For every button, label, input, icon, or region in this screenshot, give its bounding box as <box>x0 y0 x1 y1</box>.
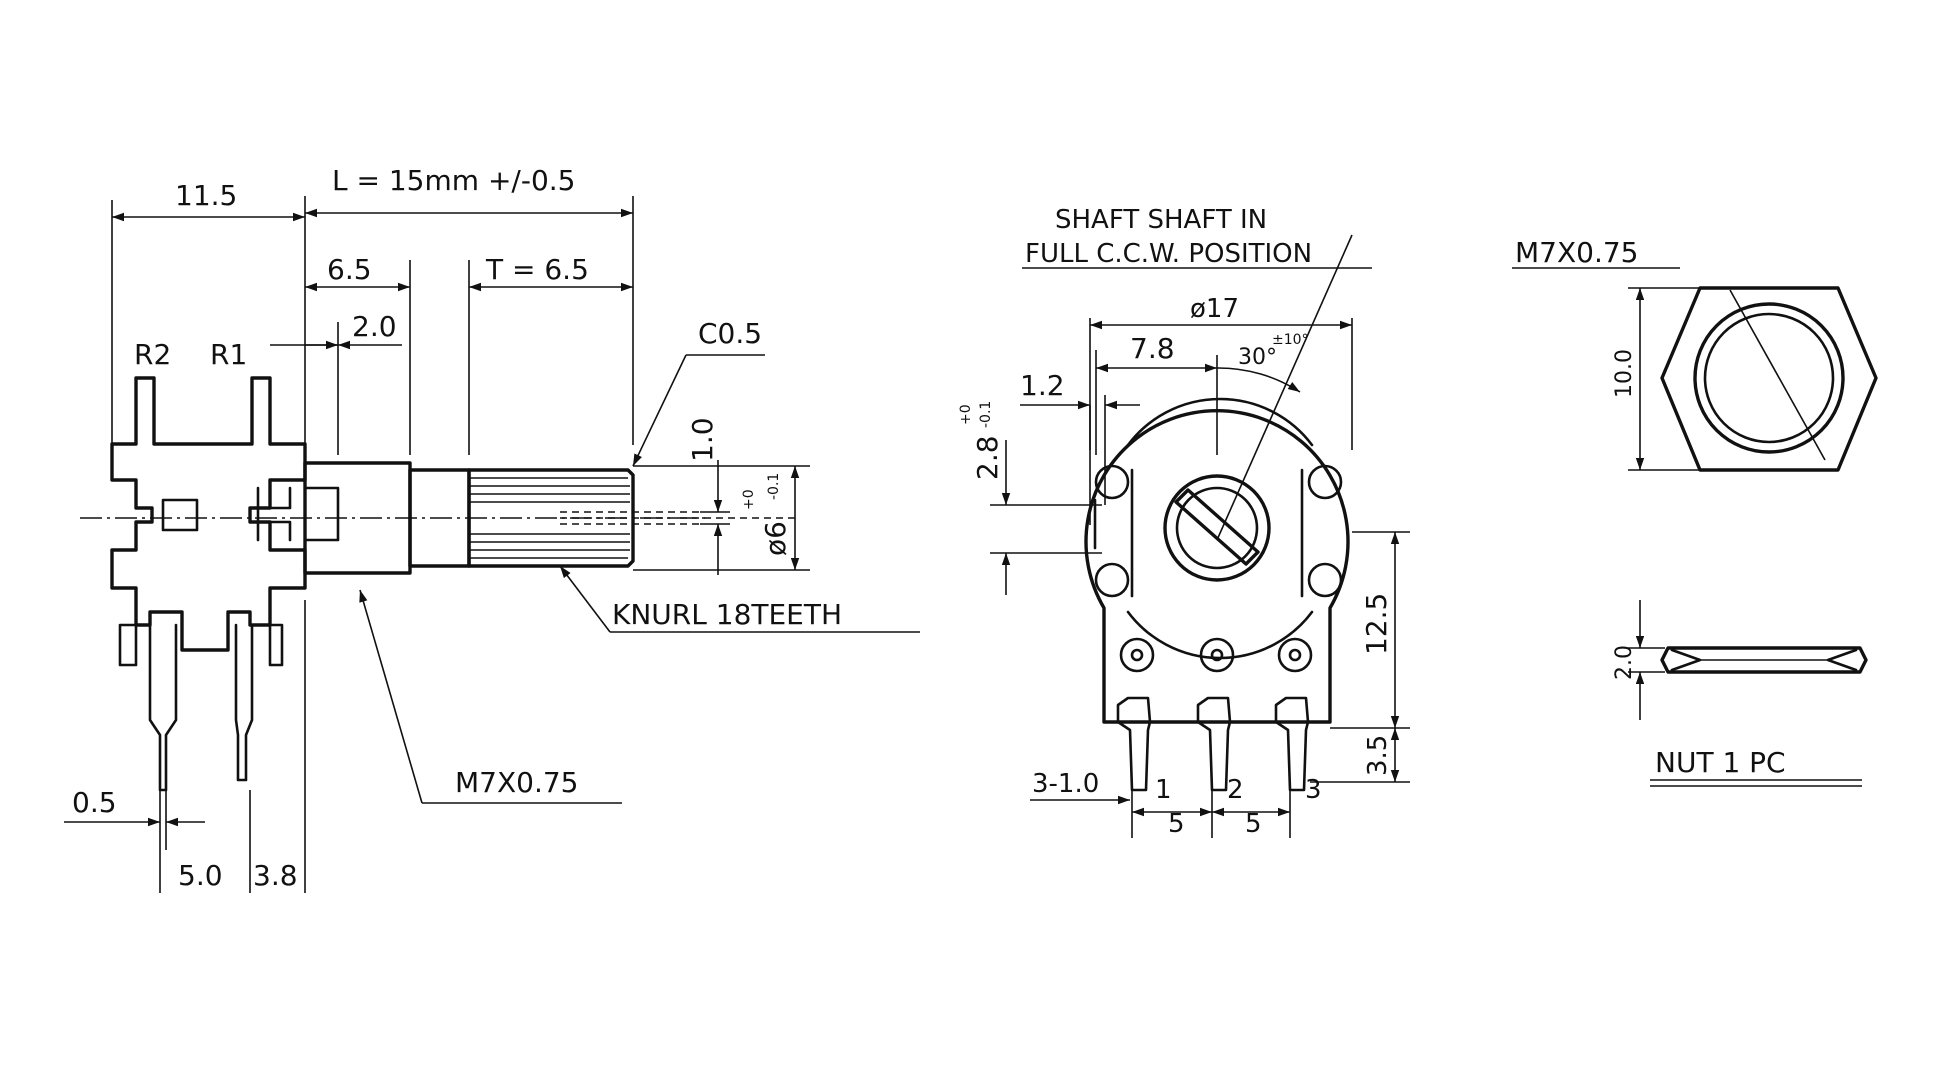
pitch-2-label: 5 <box>1245 809 1262 839</box>
dim-2-8-label: 2.8 <box>971 435 1004 480</box>
nut-bore-inner <box>1703 312 1835 444</box>
pin-2 <box>1196 696 1232 792</box>
dim-1-0-label: 1.0 <box>686 417 719 462</box>
label-r2: R2 <box>134 338 171 371</box>
shaft-end-outer <box>1163 474 1271 582</box>
hex-nut <box>1660 286 1878 472</box>
bushing <box>303 461 412 575</box>
shaft-note-line1: SHAFT SHAFT IN <box>1055 205 1267 235</box>
mount-lug-bottom-right <box>1307 562 1343 598</box>
mount-lug-top-right <box>1307 464 1343 500</box>
dim-1-2-label: 1.2 <box>1020 369 1065 402</box>
dim-6-5-label: 6.5 <box>327 253 372 286</box>
pin-1 <box>1116 696 1152 792</box>
pitch-1-label: 5 <box>1168 809 1185 839</box>
shaft-slot <box>1174 488 1260 566</box>
dim-3-8-label: 3.8 <box>253 859 298 892</box>
dim-10-0-label: 10.0 <box>1612 349 1637 398</box>
front-body <box>1084 409 1350 724</box>
dim-11-5-label: 11.5 <box>175 179 237 212</box>
lug-hole-1 <box>1119 637 1155 673</box>
lug-hole-2 <box>1199 637 1235 673</box>
body-outline <box>110 376 307 652</box>
body-window <box>161 498 199 532</box>
angle-tol-label: ±10° <box>1272 332 1309 348</box>
dim-0-5-label: 0.5 <box>72 786 117 819</box>
shaft-dia-tol-lower: -0.1 <box>766 473 782 500</box>
mount-lug-top-left <box>1094 464 1130 500</box>
dim-2-8-tol-lower: -0.1 <box>978 401 994 428</box>
thread-label: M7X0.75 <box>455 766 579 799</box>
chamfer-label: C0.5 <box>698 317 762 350</box>
pin-1-label: 1 <box>1155 775 1172 805</box>
shaft-dia-label: ø6 <box>759 521 792 556</box>
shaft-end-inner <box>1175 486 1259 570</box>
shaft-note-line2: FULL C.C.W. POSITION <box>1025 239 1312 269</box>
terminal-left <box>148 623 178 792</box>
nut-bore-outer <box>1693 302 1845 454</box>
dim-3-5-label: 3.5 <box>1363 735 1393 776</box>
side-view: 11.5 L = 15mm +/-0.5 6.5 T = 6.5 2.0 R2 … <box>64 164 920 893</box>
pin-3-label: 3 <box>1305 775 1322 805</box>
nut-side <box>1660 646 1868 674</box>
dim-2-8-tol-upper: +0 <box>958 404 974 425</box>
dim-7-8-label: 7.8 <box>1130 332 1175 365</box>
lug-hole-3 <box>1277 637 1313 673</box>
dim-2-0-label: 2.0 <box>352 310 397 343</box>
label-r1: R1 <box>210 338 247 371</box>
mount-lug-bottom-left <box>1094 562 1130 598</box>
knurl-lines <box>469 477 630 559</box>
dim-dia17-label: ø17 <box>1190 294 1239 324</box>
knurl-label: KNURL 18TEETH <box>612 598 842 631</box>
nut-thread-label: M7X0.75 <box>1515 236 1639 269</box>
knurled-shaft <box>467 468 635 568</box>
dim-5-0-label: 5.0 <box>178 859 223 892</box>
dim-pin-label: 3-1.0 <box>1032 769 1099 799</box>
front-view: SHAFT SHAFT IN FULL C.C.W. POSITION ø17 … <box>958 205 1410 839</box>
angle-label: 30° <box>1238 345 1277 370</box>
terminal-right <box>234 623 254 782</box>
nut-view: M7X0.75 10.0 2.0 NUT 1 PC <box>1512 236 1878 787</box>
dim-length-label: L = 15mm +/-0.5 <box>332 164 575 197</box>
dim-t-label: T = 6.5 <box>485 253 589 286</box>
nut-caption: NUT 1 PC <box>1655 746 1786 779</box>
shaft-dia-tol-upper: +0 <box>741 489 757 510</box>
dim-12-5-label: 12.5 <box>1360 593 1393 655</box>
pin-3 <box>1274 696 1310 792</box>
pin-2-label: 2 <box>1227 775 1244 805</box>
nut-dim-2-0-label: 2.0 <box>1612 645 1637 680</box>
